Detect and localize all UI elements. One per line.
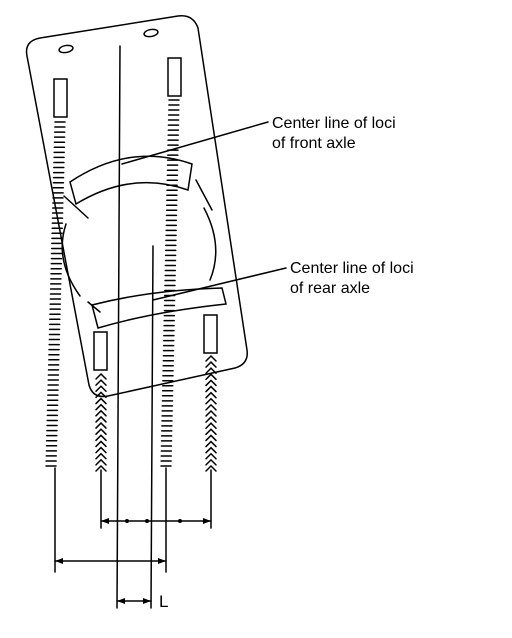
rear-right-chevron	[205, 464, 217, 472]
rear-left-chevron	[95, 428, 107, 435]
front-label-leader	[121, 121, 269, 165]
rear-tyre-chevrons	[95, 354, 217, 472]
rear-right-chevron	[205, 446, 217, 454]
rear-axle-label: Center line of loci of rear axle	[290, 259, 414, 299]
mid-dot-rear-3	[178, 519, 182, 523]
rear-left-chevron	[95, 403, 107, 411]
mount-hole-right	[143, 28, 159, 38]
front-center-line	[116, 45, 121, 609]
arrow-rear-right	[203, 518, 211, 524]
rear-right-chevron	[205, 452, 217, 460]
rear-right-chevron	[205, 440, 217, 448]
arrow-front-right	[158, 558, 166, 564]
rear-axle-locus-arc	[91, 287, 227, 329]
rear-left-chevron	[95, 385, 107, 393]
rear-right-chevron	[205, 354, 217, 362]
mid-dot-rear	[125, 519, 129, 523]
rear-left-chevron	[95, 379, 107, 386]
rear-right-chevron	[205, 367, 217, 374]
rear-axle-label-line-1: Center line of loci	[290, 260, 414, 277]
rear-left-chevron	[95, 452, 107, 460]
front-arc-leader	[63, 195, 89, 219]
rear-right-chevron	[205, 422, 217, 429]
arrow-rear-left	[101, 518, 109, 524]
rear-right-chevron	[205, 403, 217, 411]
front-arc-leader-right	[195, 179, 213, 211]
rear-left-chevron	[95, 415, 107, 423]
rear-left-wheel	[93, 331, 108, 371]
front-left-wheel	[53, 78, 68, 118]
side-curve-right	[203, 207, 217, 281]
rear-center-line	[150, 245, 154, 609]
rear-left-chevron	[95, 440, 107, 448]
rear-axle-label-line-2: of rear axle	[290, 280, 371, 297]
rear-right-chevron	[205, 391, 217, 399]
rear-label-leader	[152, 267, 287, 301]
front-axle-label-line-2: of front axle	[272, 135, 356, 152]
rear-left-chevron	[95, 434, 107, 442]
rear-left-chevron	[95, 397, 107, 405]
rear-left-chevron	[95, 409, 107, 417]
rear-right-wheel	[203, 314, 218, 354]
front-axle-label-line-1: Center line of loci	[272, 115, 396, 132]
arrow-offset-left	[117, 598, 125, 604]
rear-right-chevron	[205, 379, 217, 387]
front-axle-label: Center line of loci of front axle	[272, 114, 396, 154]
rear-right-chevron	[205, 385, 217, 393]
arrow-offset-right	[143, 598, 151, 604]
mount-hole-left	[58, 44, 74, 54]
side-curve-left	[61, 223, 81, 297]
vehicle-outline	[25, 15, 248, 398]
tyre-loci-ticks	[45, 99, 180, 467]
mid-dot-rear-2	[145, 519, 149, 523]
arrow-front-left	[55, 558, 63, 564]
rear-left-chevron	[95, 458, 107, 466]
rear-right-chevron	[205, 434, 217, 442]
rear-arc-leader	[87, 301, 101, 313]
rear-left-chevron	[95, 391, 107, 399]
rear-left-chevron	[95, 464, 107, 472]
front-axle-locus-arc	[69, 155, 193, 206]
rear-right-chevron	[205, 397, 217, 405]
front-right-wheel	[167, 57, 182, 97]
rear-right-chevron	[205, 373, 217, 381]
rear-right-chevron	[205, 458, 217, 466]
rear-right-chevron	[205, 416, 217, 423]
rear-right-chevron	[205, 361, 217, 368]
rear-right-chevron	[205, 409, 217, 417]
rear-left-chevron	[95, 422, 107, 429]
rear-left-chevron	[95, 372, 107, 380]
rear-right-chevron	[205, 428, 217, 436]
rear-left-chevron	[95, 446, 107, 454]
offset-label: L	[159, 592, 169, 611]
